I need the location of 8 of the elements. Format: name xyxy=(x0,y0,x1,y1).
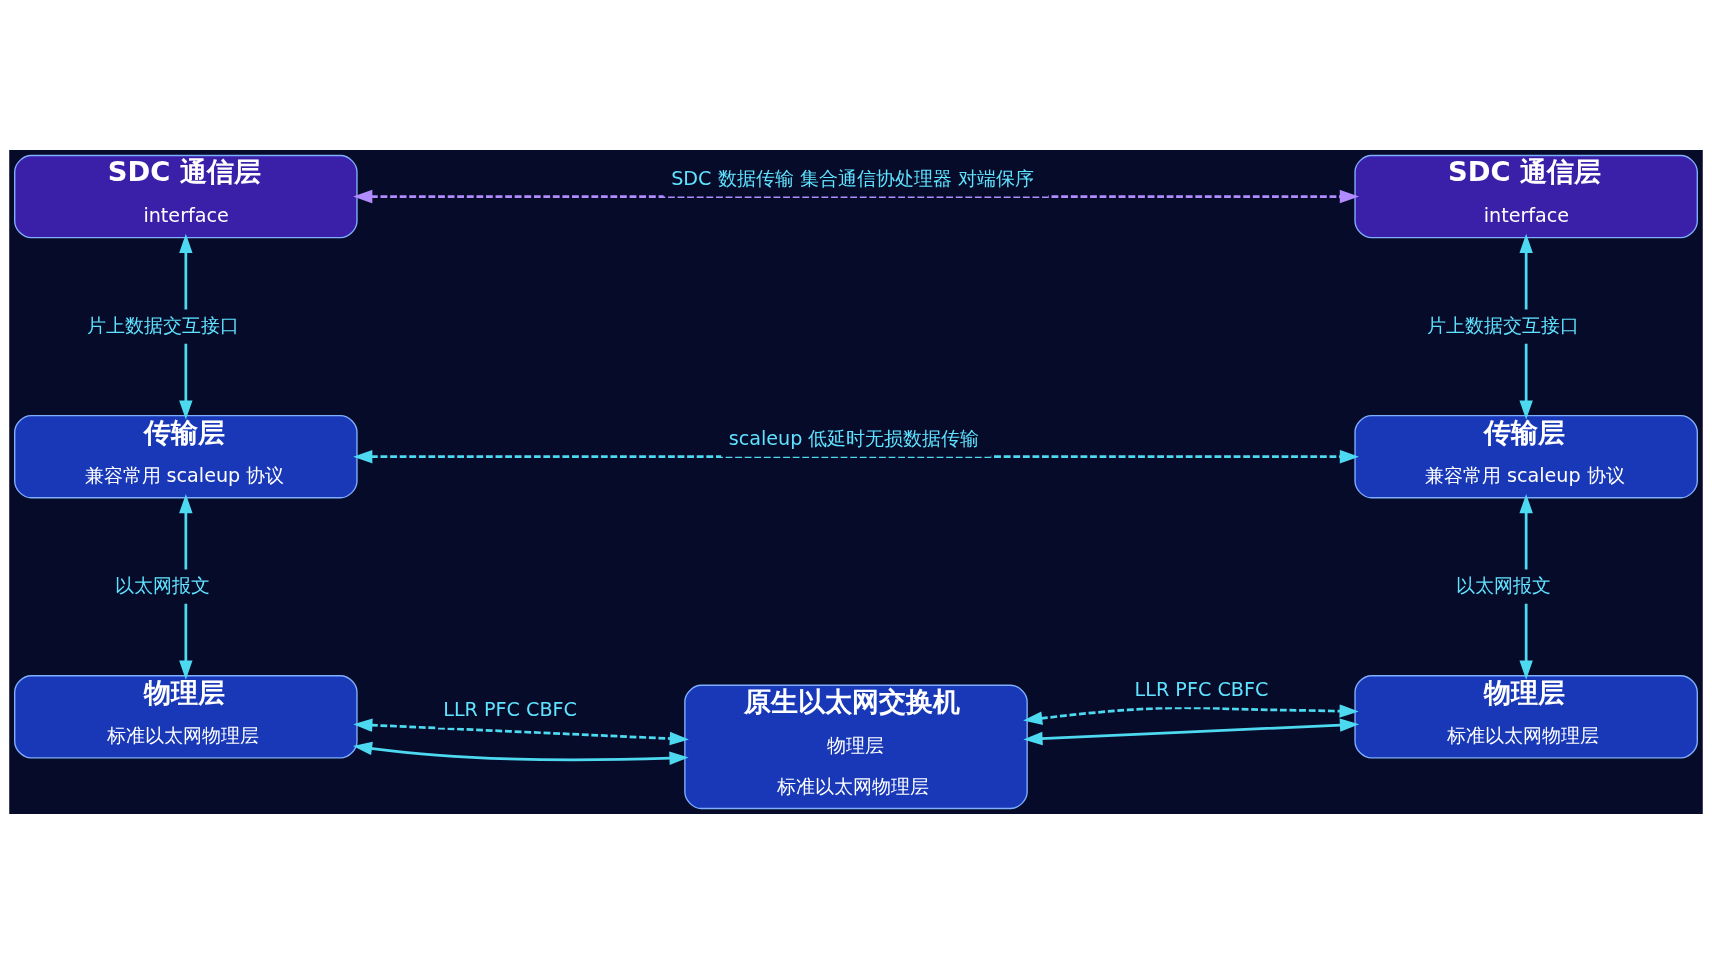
edge-label: 以太网报文 xyxy=(1455,574,1551,598)
edge-label: 片上数据交互接口 xyxy=(1426,314,1579,338)
edge-label: LLR PFC CBFC xyxy=(1134,677,1269,701)
edge-label: SDC 数据传输 集合通信协处理器 对端保序 xyxy=(671,167,1034,191)
edge-label: LLR PFC CBFC xyxy=(443,698,577,722)
edge-label: 以太网报文 xyxy=(115,574,211,598)
edge-label: 片上数据交互接口 xyxy=(86,314,239,338)
edge-label: scaleup 低延时无损数据传输 xyxy=(728,427,980,451)
